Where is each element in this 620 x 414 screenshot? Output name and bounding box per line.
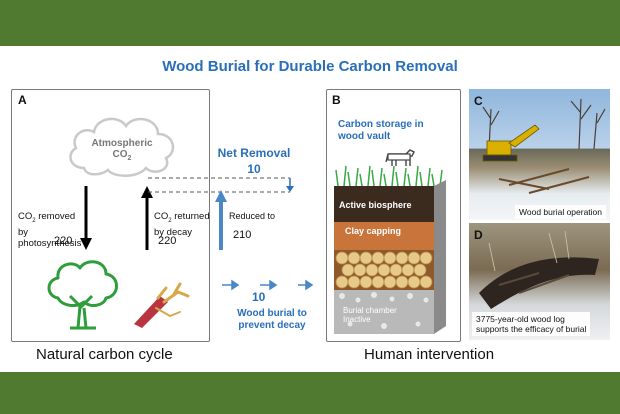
ancient-log-shape (479, 230, 599, 309)
layer-chamber-text: Burial chamber (343, 306, 397, 315)
removed-label-co: CO (18, 211, 33, 222)
figure-title: Wood Burial for Durable Carbon Removal (162, 58, 458, 75)
vault-heading-line1: Carbon storage in (338, 119, 424, 130)
photo-c-letter: C (474, 94, 483, 108)
net-removal-value: 10 (247, 162, 261, 176)
returned-value: 220 (158, 235, 177, 247)
returned-label: CO2 returned by decay (154, 211, 214, 238)
caption-natural-cycle: Natural carbon cycle (36, 346, 173, 363)
returned-label-rest: returned (171, 211, 210, 222)
wood-log-icon (134, 282, 190, 328)
photosynthesis-down-arrow (80, 186, 92, 250)
photo-c-caption: Wood burial operation (515, 205, 607, 219)
removed-label-sub: 2 (32, 217, 36, 224)
burial-value: 10 (252, 290, 266, 304)
cloud-label-line1: Atmospheric (91, 138, 153, 149)
removed-label: CO2 removed by photosynthesis (18, 211, 82, 249)
removed-value: 220 (54, 235, 73, 247)
returned-label-line2: by decay (154, 226, 193, 238)
wood-vault-cross-section (334, 165, 446, 334)
photo-d-caption-line2: supports the efficacy of burial (476, 324, 587, 334)
cloud-label: Atmospheric CO2 (82, 138, 162, 164)
panel-b-letter: B (332, 93, 341, 107)
trees-silhouette (482, 98, 606, 194)
removed-label-rest: removed by (18, 211, 76, 238)
layer-chamber-label: Burial chamber Inactive (343, 306, 397, 324)
cow-icon (385, 149, 415, 166)
photo-d-caption-line1: 3775-year-old wood log (476, 314, 565, 324)
burial-label-line2: prevent decay (238, 320, 306, 331)
panel-a-letter: A (18, 93, 27, 107)
dashed-reference-lines (148, 177, 294, 193)
photo-c-wood-burial (469, 89, 610, 220)
net-removal-label: Net Removal (217, 146, 291, 160)
reduced-up-arrow (215, 190, 227, 250)
flow-arrows (222, 279, 314, 291)
layer-inactive-text: Inactive (343, 315, 371, 324)
returned-label-sub: 2 (168, 217, 172, 224)
bottom-green-band (0, 372, 620, 414)
reduced-label: Reduced to (229, 211, 276, 221)
layer-active-label: Active biosphere (339, 200, 412, 210)
cloud-label-sub: 2 (127, 155, 132, 162)
cloud-label-co: CO (112, 149, 128, 160)
layer-clay-label: Clay capping (345, 226, 402, 236)
removed-label-line2: photosynthesis (18, 237, 82, 249)
tree-icon (47, 260, 118, 330)
reduced-value: 210 (233, 229, 252, 241)
photo-d-caption: 3775-year-old wood log supports the effi… (472, 312, 591, 336)
decay-up-arrow (141, 186, 153, 250)
photo-d-letter: D (474, 228, 483, 242)
top-green-band (0, 0, 620, 46)
cloud-icon (69, 117, 175, 177)
burial-label: Wood burial to prevent decay (230, 308, 314, 332)
caption-human-intervention: Human intervention (364, 346, 495, 363)
burial-label-line1: Wood burial to (237, 308, 307, 319)
returned-label-co: CO (154, 211, 169, 222)
vault-heading: Carbon storage in wood vault (338, 119, 424, 143)
vault-heading-line2: wood vault (338, 131, 391, 142)
